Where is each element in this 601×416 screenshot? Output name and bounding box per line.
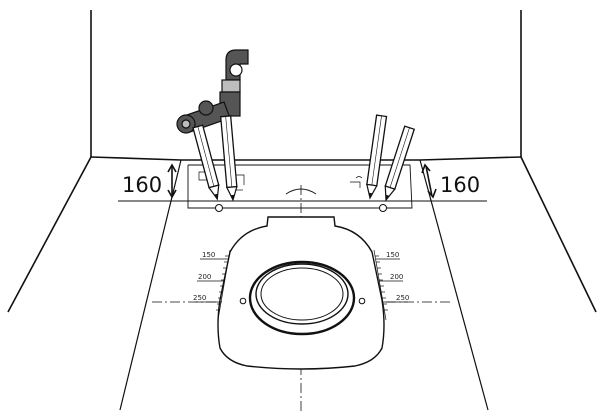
pencil-left-outer bbox=[192, 124, 220, 201]
right-offset-label: 160 bbox=[440, 173, 480, 197]
left-scale-label-150: 150 bbox=[202, 251, 215, 259]
right-scale-label-250: 250 bbox=[396, 294, 409, 302]
template-left-edge bbox=[119, 159, 182, 411]
drain-opening bbox=[248, 260, 356, 336]
template-right-edge bbox=[419, 159, 489, 411]
right-scale-label-150: 150 bbox=[386, 251, 399, 259]
double-arrow-icon bbox=[167, 163, 177, 199]
left-scale bbox=[195, 249, 231, 321]
right-floor-edge bbox=[520, 156, 597, 313]
left-offset-label: 160 bbox=[122, 173, 162, 197]
left-scale-label-200: 200 bbox=[198, 273, 211, 281]
left-scale-label-250: 250 bbox=[193, 294, 206, 302]
right-dimension-arrow bbox=[425, 165, 433, 197]
pencil-left-inner bbox=[219, 115, 238, 202]
wall-floor-line bbox=[90, 156, 522, 161]
mounting-hole-left bbox=[239, 297, 247, 305]
pencil-right-outer bbox=[384, 125, 416, 202]
right-scale-label-200: 200 bbox=[390, 273, 403, 281]
double-arrow-icon bbox=[421, 163, 437, 199]
anchor-hole-left bbox=[215, 204, 223, 212]
mounting-hole-right bbox=[358, 297, 366, 305]
room-outline bbox=[7, 10, 597, 313]
flange-markings bbox=[198, 171, 363, 191]
pencil-right-inner bbox=[366, 114, 388, 200]
anchor-hole-right bbox=[379, 204, 387, 212]
right-scale bbox=[373, 249, 408, 321]
water-supply-valve-icon bbox=[176, 49, 249, 134]
flange-outline bbox=[187, 164, 413, 209]
left-floor-edge bbox=[7, 156, 92, 313]
mounting-holes bbox=[215, 204, 387, 305]
